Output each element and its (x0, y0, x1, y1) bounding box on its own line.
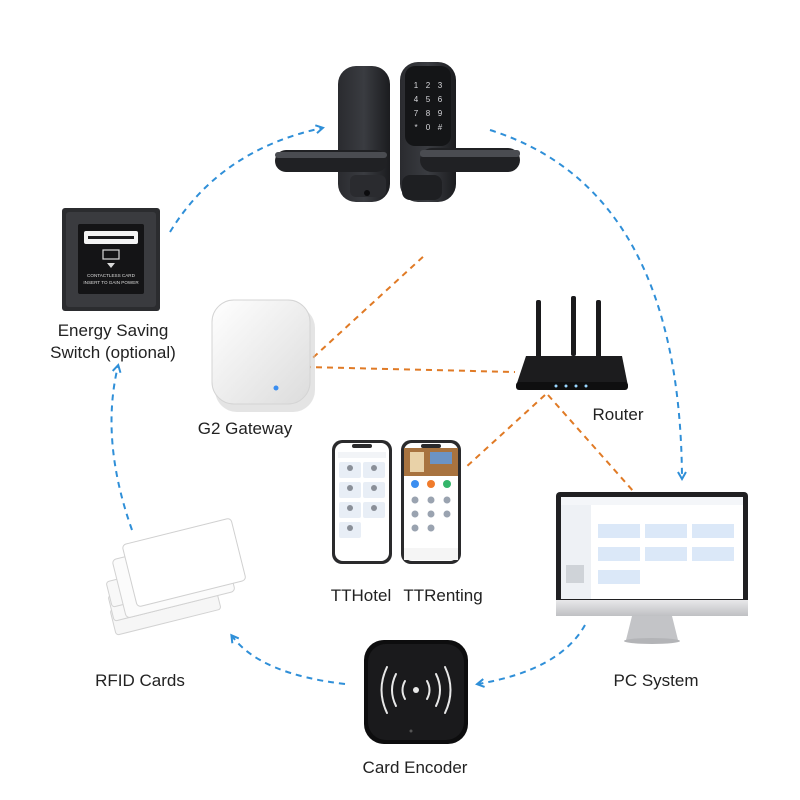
connector-lock-to-pc (489, 129, 682, 478)
energy-saving-switch-icon (62, 208, 160, 311)
switch-card-text-2: INSERT TO GAIN POWER (83, 280, 139, 285)
switch-card-text-1: CONTACTLESS CARD (87, 273, 136, 278)
label-energy-saving-switch-line1: Energy Saving (57, 321, 169, 340)
label-rfid-cards: RFID Cards (95, 671, 185, 690)
connector-pc-to-encoder (478, 624, 586, 684)
label-tthotel: TTHotel (330, 586, 392, 605)
rfid-card-icon (106, 518, 246, 636)
gateway-icon (211, 299, 315, 412)
label-router: Router (592, 405, 644, 424)
connector-encoder-to-cards (232, 636, 346, 685)
keypad-key: 2 (426, 81, 431, 90)
keypad-key: 8 (426, 109, 431, 118)
keypad-key: 6 (438, 95, 443, 104)
router-icon (516, 296, 628, 390)
phone-ttrenting (401, 440, 461, 564)
keypad-key: 1 (414, 81, 419, 90)
link-router-to-apps (464, 394, 546, 469)
orange-connectors (304, 254, 635, 493)
connector-switch-to-lock (169, 128, 322, 233)
label-energy-saving-switch: Energy Saving Switch (optional) (48, 320, 178, 364)
keypad-key: * (414, 123, 417, 132)
keypad-key: 4 (414, 95, 419, 104)
keypad-key: 7 (414, 109, 419, 118)
label-ttrenting: TTRenting (403, 586, 483, 605)
card-encoder-icon (364, 640, 468, 744)
label-g2-gateway: G2 Gateway (197, 419, 293, 438)
monitor-icon (556, 492, 748, 644)
keypad-key: 0 (426, 123, 431, 132)
smart-lock-icon (275, 62, 520, 202)
label-energy-saving-switch-line2: Switch (optional) (50, 343, 176, 362)
connector-cards-to-switch (110, 366, 133, 531)
label-pc-system: PC System (613, 671, 699, 690)
link-gateway-to-lock (304, 254, 426, 366)
keypad-key: 3 (438, 81, 443, 90)
phone-tthotel (332, 440, 392, 564)
keypad-key: # (438, 123, 443, 132)
link-gateway-to-router (304, 366, 516, 373)
keypad-key: 5 (426, 95, 431, 104)
blue-connectors (110, 128, 682, 685)
keypad-key: 9 (438, 109, 443, 118)
label-card-encoder: Card Encoder (362, 758, 468, 777)
